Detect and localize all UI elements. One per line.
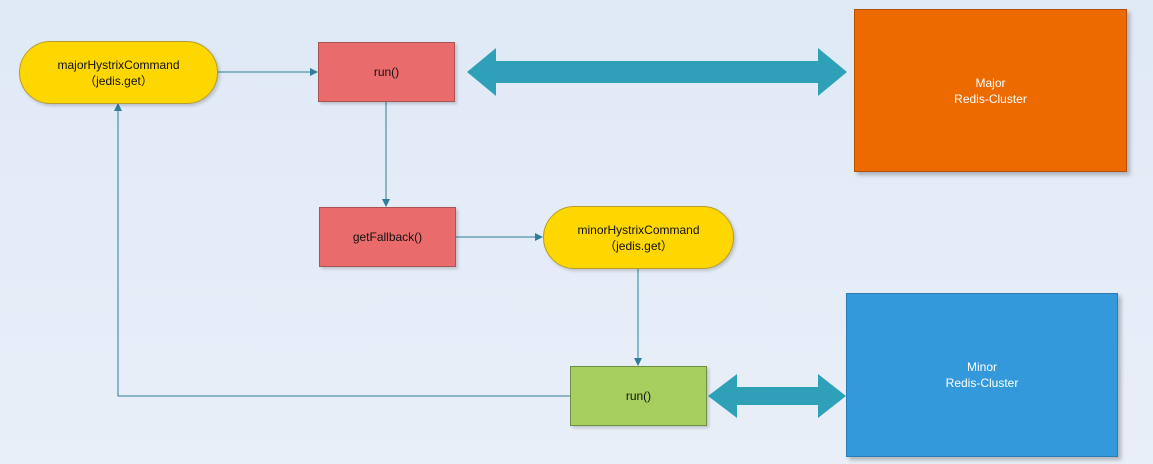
minor-hystrix-command-node: minorHystrixCommand （jedis.get）	[543, 206, 734, 269]
connector-run-minor-back-to-major-command	[114, 103, 570, 397]
major-cluster-line2: Redis-Cluster	[954, 91, 1027, 106]
major-hystrix-command-label: majorHystrixCommand	[57, 57, 180, 72]
run-minor-label: run()	[625, 389, 652, 403]
major-redis-cluster-node: Major Redis-Cluster	[854, 9, 1127, 172]
minor-cluster-line2: Redis-Cluster	[945, 376, 1019, 390]
get-fallback-label: getFallback()	[352, 230, 423, 244]
major-hystrix-command-node: majorHystrixCommand （jedis.get）	[19, 41, 218, 104]
minor-redis-cluster-node: Minor Redis-Cluster	[846, 293, 1118, 457]
major-cluster-line1: Major	[975, 75, 1006, 90]
double-arrow-major	[467, 48, 847, 96]
get-fallback-node: getFallback()	[319, 207, 456, 267]
run-minor-node: run()	[570, 366, 707, 426]
run-major-node: run()	[318, 42, 455, 102]
double-arrow-minor	[708, 374, 846, 418]
minor-hystrix-command-sub: （jedis.get）	[604, 238, 673, 253]
minor-cluster-line1: Minor	[966, 360, 997, 374]
major-hystrix-command-sub: （jedis.get）	[84, 73, 153, 88]
run-major-label: run()	[373, 65, 400, 79]
minor-hystrix-command-label: minorHystrixCommand	[577, 222, 700, 237]
